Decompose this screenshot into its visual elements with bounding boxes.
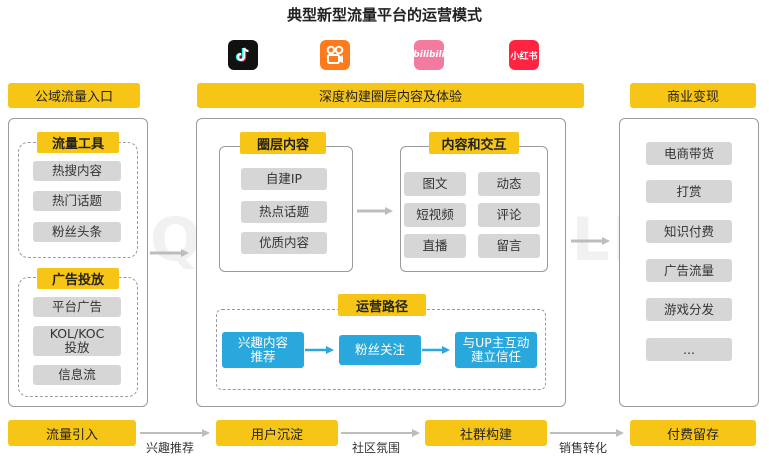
tiktok-app-icon [228, 40, 258, 70]
list-item: 打赏 [646, 180, 732, 203]
path-step-follow: 粉丝关注 [339, 335, 421, 365]
list-item: 游戏分发 [646, 298, 732, 321]
list-item: 平台广告 [33, 297, 121, 317]
list-item: 粉丝头条 [33, 222, 121, 242]
list-item: 动态 [478, 172, 540, 196]
content-interaction-title: 内容和交互 [429, 132, 519, 154]
list-item: 知识付费 [646, 220, 732, 243]
list-item: 热搜内容 [33, 161, 121, 181]
link-interest-recommend: 兴趣推荐 [146, 441, 195, 455]
page-title: 典型新型流量平台的运营模式 [286, 6, 482, 24]
list-item: 信息流 [33, 365, 121, 385]
operation-path-title: 运营路径 [338, 294, 426, 316]
stage-user-retention: 用户沉淀 [216, 420, 338, 446]
stage-community: 社群构建 [425, 420, 547, 446]
path-step-interest: 兴趣内容 推荐 [222, 332, 304, 368]
public-traffic-header: 公域流量入口 [8, 83, 140, 108]
list-item: 图文 [404, 172, 466, 196]
list-item: 评论 [478, 203, 540, 227]
list-item: 电商带货 [646, 142, 732, 165]
list-item: 留言 [478, 234, 540, 258]
list-item: ... [646, 338, 732, 361]
xiaohongshu-app-icon: 小红书 [509, 40, 539, 70]
list-item: 广告流量 [646, 259, 732, 282]
list-item: 热点话题 [241, 201, 327, 223]
deep-content-header: 深度构建圈层内容及体验 [197, 83, 584, 108]
link-sales-conversion: 销售转化 [559, 441, 608, 455]
path-step-trust: 与UP主互动 建立信任 [455, 332, 537, 368]
ad-placement-title: 广告投放 [37, 268, 119, 289]
circle-content-title: 圈层内容 [240, 132, 326, 154]
stage-traffic-in: 流量引入 [8, 420, 136, 446]
list-item: KOL/KOC 投放 [33, 326, 121, 356]
list-item: 热门话题 [33, 191, 121, 211]
list-item: 直播 [404, 234, 466, 258]
list-item: 优质内容 [241, 232, 327, 254]
bilibili-app-icon: bilibili [413, 40, 445, 70]
traffic-tools-title: 流量工具 [37, 132, 119, 153]
stage-paid-retention: 付费留存 [630, 420, 756, 446]
list-item: 自建IP [241, 168, 327, 190]
monetization-header: 商业变现 [630, 83, 756, 108]
link-community-atmosphere: 社区氛围 [352, 441, 401, 455]
list-item: 短视频 [404, 203, 466, 227]
kuaishou-app-icon [320, 40, 350, 70]
